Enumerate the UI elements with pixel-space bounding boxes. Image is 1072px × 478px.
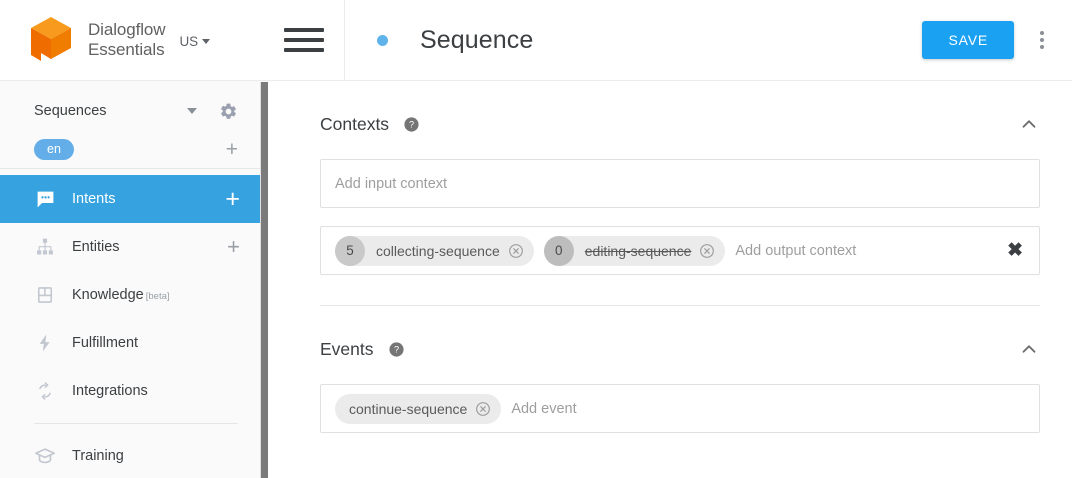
topbar: Sequence SAVE [268,0,1072,81]
events-field[interactable]: continue-sequence Add event [320,384,1040,433]
contexts-header: Contexts ? [320,107,1040,141]
hamburger-menu-icon[interactable] [284,26,324,54]
sidebar-item-entities[interactable]: Entities + [0,223,268,271]
sidebar-nav: Intents + En [0,175,268,478]
sidebar-item-fulfillment[interactable]: Fulfillment [0,319,268,367]
agent-name: Sequences [34,103,107,119]
sidebar-item-knowledge[interactable]: Knowledge [beta] [0,271,268,319]
remove-circle-icon[interactable] [699,243,725,259]
chip-lifespan-count[interactable]: 0 [543,235,574,266]
help-circle-icon[interactable]: ? [389,116,420,133]
sidebar-divider [34,423,238,424]
lightning-bolt-icon [34,332,56,354]
remove-circle-icon[interactable] [475,401,501,417]
svg-text:?: ? [393,344,398,354]
chip-label: continue-sequence [349,400,468,417]
gear-icon[interactable] [219,102,268,121]
sidebar-item-label: Entities [72,239,120,255]
dialogflow-cube-logo-icon [28,15,74,65]
sidebar-border [260,82,261,478]
svg-text:?: ? [409,119,414,129]
events-header: Events ? [320,332,1040,366]
chevron-up-icon[interactable] [1018,338,1040,360]
sidebar-item-label: Integrations [72,383,148,399]
main-panel: Sequence SAVE Contexts ? [268,0,1072,478]
chip-lifespan-count[interactable]: 5 [335,235,365,266]
content-area: Contexts ? Add input [268,81,1072,433]
page-title: Sequence [420,25,534,54]
agent-selector[interactable]: Sequences [0,91,268,131]
sidebar-item-integrations[interactable]: Integrations [0,367,268,415]
caret-down-icon [202,38,211,44]
section-divider [320,305,1040,306]
language-row: en + [0,131,268,169]
sidebar-item-text: Knowledge [72,287,144,303]
add-language-plus-icon[interactable]: + [225,137,238,161]
region-selector[interactable]: US [179,32,211,49]
contexts-section: Contexts ? Add input [320,81,1040,306]
language-chip-en[interactable]: en [34,139,74,160]
add-intent-plus-icon[interactable]: + [225,185,240,213]
brand-name-line2: Essentials [88,40,165,59]
section-title: Contexts [320,113,390,134]
hierarchy-icon [34,236,56,258]
book-icon [34,284,56,306]
hamburger-bar [284,28,324,32]
sidebar-item-intents[interactable]: Intents + [0,175,268,223]
sidebar-item-label: Training [72,448,124,464]
output-context-field[interactable]: 5 collecting-sequence 0 editing-sequence [320,226,1040,275]
event-placeholder: Add event [511,400,577,417]
output-context-placeholder: Add output context [735,242,857,259]
sidebar-item-label: Knowledge [beta] [72,287,240,303]
help-circle-icon[interactable]: ? [374,341,405,358]
kebab-dot [1040,31,1044,35]
sidebar: Dialogflow Essentials US Sequences en + [0,0,268,478]
output-context-chip[interactable]: 5 collecting-sequence [335,235,534,266]
topbar-separator [344,0,345,81]
chip-label: collecting-sequence [376,242,500,259]
output-context-chip[interactable]: 0 editing-sequence [543,235,726,266]
remove-circle-icon[interactable] [508,243,534,259]
sidebar-scrollbar[interactable] [261,82,268,478]
events-section: Events ? [320,306,1040,433]
graduation-cap-icon [34,445,56,467]
chevron-up-icon[interactable] [1018,113,1040,135]
input-context-placeholder: Add input context [335,175,448,192]
clear-all-icon[interactable]: ✖ [1007,239,1023,261]
add-entity-plus-icon[interactable]: + [227,234,240,259]
input-context-field[interactable]: Add input context [320,159,1040,208]
kebab-menu-icon[interactable] [1026,21,1058,59]
kebab-dot [1040,38,1044,42]
sync-arrows-icon [34,380,56,402]
sidebar-item-label: Intents [72,191,116,207]
speech-bubble-icon [34,188,56,210]
kebab-dot [1040,45,1044,49]
event-chip[interactable]: continue-sequence [335,393,502,424]
brand-header: Dialogflow Essentials US [0,0,268,81]
section-title: Events [320,338,374,359]
hamburger-bar [284,38,324,42]
caret-down-icon[interactable] [187,108,197,114]
hamburger-bar [284,48,324,52]
region-label: US [179,33,199,49]
brand-name-line1: Dialogflow [88,20,166,39]
save-button[interactable]: SAVE [922,21,1014,59]
sidebar-item-label: Fulfillment [72,335,139,351]
chip-label: editing-sequence [584,242,692,259]
beta-badge: [beta] [145,291,170,302]
blue-status-dot-icon [377,34,388,46]
sidebar-item-training[interactable]: Training [0,432,268,478]
